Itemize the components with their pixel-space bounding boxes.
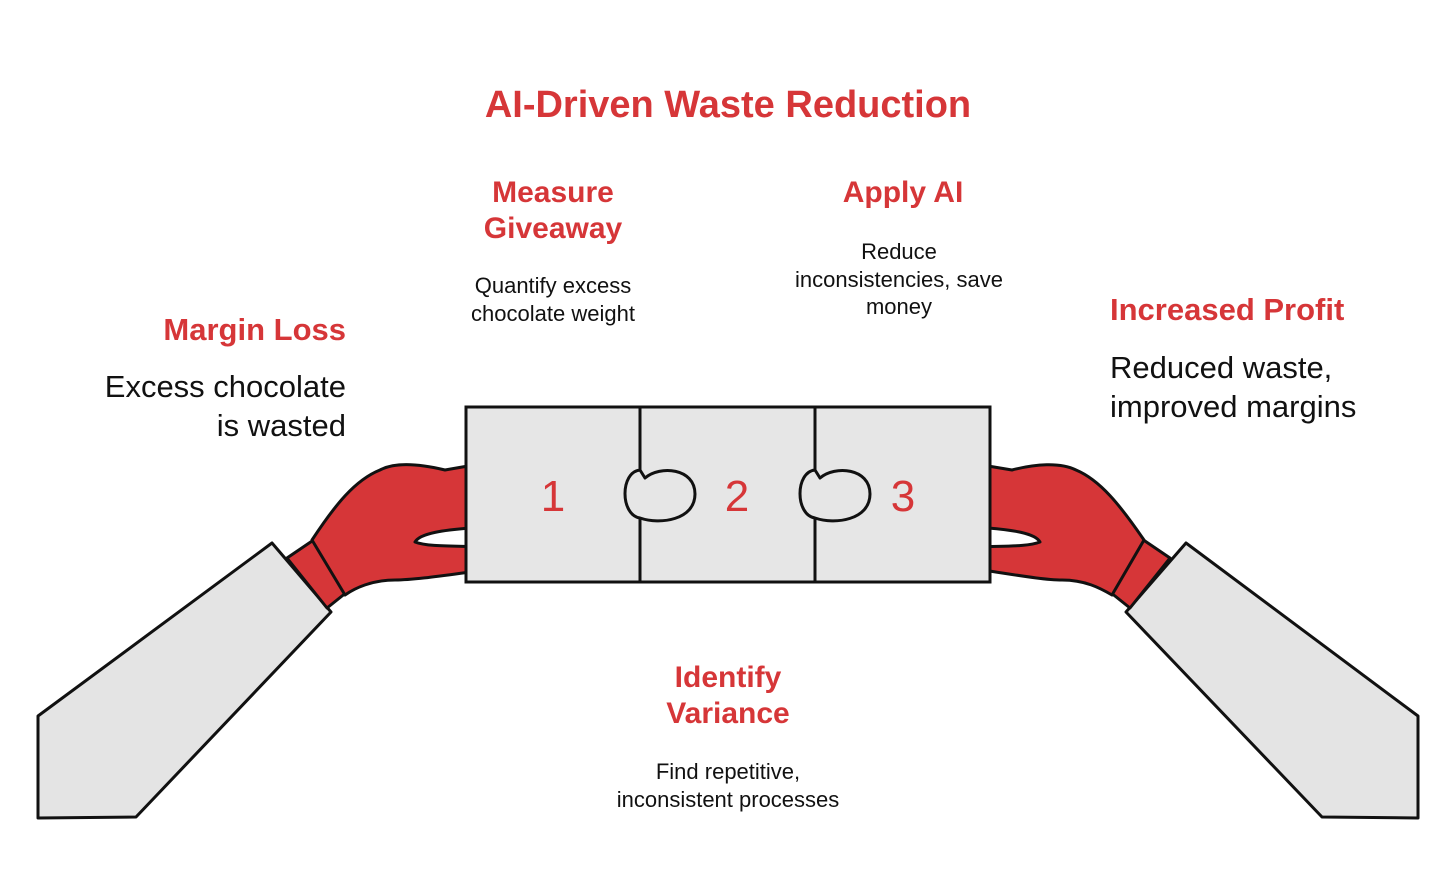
- increased-profit-heading: Increased Profit: [1110, 292, 1345, 327]
- step-2-heading: Identify Variance: [593, 660, 863, 732]
- step-2-heading-line1: Identify: [674, 661, 782, 694]
- right-arm: [956, 463, 1420, 820]
- step-3-heading: Apply AI: [768, 175, 1038, 211]
- increased-profit-description: Reduced waste, improved margins: [1110, 349, 1430, 427]
- step-1-description: Quantify excess chocolate weight: [418, 272, 688, 327]
- puzzle-frame: [464, 405, 992, 584]
- right-sleeve: [1124, 541, 1420, 820]
- step-1-heading-line1: Measure: [492, 176, 614, 209]
- step-2-heading-line2: Variance: [666, 697, 790, 730]
- left-arm: [36, 463, 514, 820]
- step-1-heading-line2: Giveaway: [483, 212, 623, 245]
- step-2-description: Find repetitive, inconsistent processes: [578, 758, 878, 813]
- puzzle-number-1: 1: [541, 472, 565, 521]
- margin-loss-description: Excess chocolate is wasted: [40, 368, 346, 446]
- diagram-title: AI-Driven Waste Reduction: [484, 84, 972, 126]
- step-1-desc-line2: chocolate weight: [471, 300, 635, 326]
- margin-loss-heading: Margin Loss: [163, 312, 346, 347]
- step-3-desc-line2: inconsistencies, save: [795, 266, 1003, 292]
- left-glove: [310, 463, 514, 597]
- step-3-heading-line1: Apply AI: [842, 176, 964, 209]
- puzzle-number-2: 2: [725, 472, 749, 521]
- margin-loss-desc-line2: is wasted: [216, 407, 346, 443]
- left-sleeve: [36, 541, 333, 820]
- puzzle: 1 2 3: [464, 405, 992, 584]
- step-1-heading: Measure Giveaway: [418, 175, 688, 247]
- increased-profit-desc-line1: Reduced waste,: [1110, 350, 1333, 385]
- step-3-description: Reduce inconsistencies, save money: [764, 238, 1034, 321]
- increased-profit-desc-line2: improved margins: [1110, 388, 1357, 424]
- step-1-desc-line1: Quantify excess: [474, 273, 632, 298]
- right-glove: [956, 463, 1146, 597]
- puzzle-seam-1: [623, 407, 697, 582]
- puzzle-seam-2: [798, 407, 872, 582]
- step-3-desc-line1: Reduce: [861, 239, 937, 264]
- margin-loss-desc-line1: Excess chocolate: [104, 369, 346, 404]
- step-3-desc-line3: money: [865, 294, 933, 319]
- step-2-desc-line2: inconsistent processes: [616, 786, 840, 812]
- puzzle-number-3: 3: [891, 472, 915, 521]
- step-2-desc-line1: Find repetitive,: [655, 759, 801, 784]
